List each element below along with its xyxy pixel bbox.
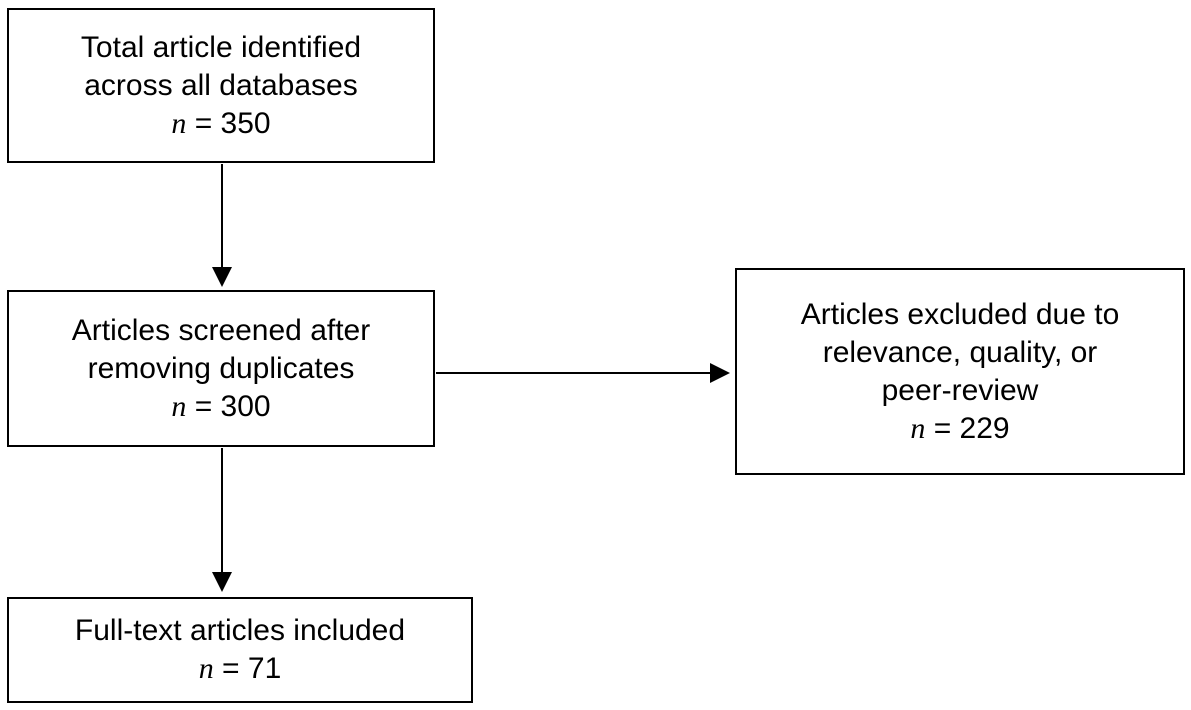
n-value: = 300 (194, 389, 271, 423)
n-symbol: n (198, 652, 214, 685)
box-count-line: n = 71 (199, 650, 282, 688)
box-screened: Articles screened after removing duplica… (7, 290, 435, 447)
box-line: Articles excluded due to (800, 297, 1120, 331)
box-excluded: Articles excluded due to relevance, qual… (735, 268, 1185, 475)
box-count-line: n = 229 (910, 410, 1009, 448)
box-line: relevance, quality, or (822, 335, 1098, 369)
n-symbol: n (910, 411, 926, 445)
box-count-line: n = 300 (171, 388, 270, 426)
box-included: Full-text articles included n = 71 (7, 597, 473, 703)
n-symbol: n (171, 106, 187, 140)
box-line: Articles screened after (71, 313, 371, 347)
box-line: across all databases (84, 68, 358, 102)
n-value: = 350 (194, 106, 271, 140)
n-symbol: n (171, 389, 187, 423)
n-value: = 71 (222, 652, 282, 685)
n-value: = 229 (933, 411, 1010, 445)
box-count-line: n = 350 (171, 105, 270, 143)
box-line: peer-review (881, 373, 1039, 407)
box-line: Full-text articles included (74, 614, 406, 647)
box-line: Total article identified (80, 30, 362, 64)
box-line: removing duplicates (87, 351, 355, 385)
box-total-identified: Total article identified across all data… (7, 8, 435, 163)
